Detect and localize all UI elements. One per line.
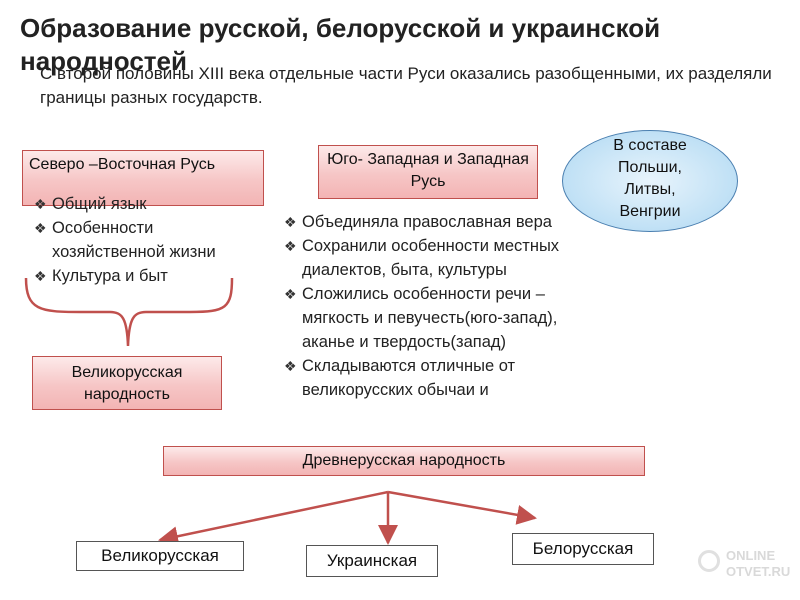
list-item: ❖Сложились особенности речи – мягкость и… [284,282,604,354]
old-russian-nation-box: Древнерусская народность [163,446,645,476]
diamond-bullet-icon: ❖ [34,220,47,236]
list-item: ❖Складываются отличные от великорусских … [284,354,604,402]
northeast-rus-box: Северо –Восточная Русь [22,150,264,206]
great-russian-nation-label: Великорусская народность [71,364,183,403]
great-russian-nation-box: Великорусская народность [32,356,222,410]
outcome-belarusian-label: Белорусская [532,539,634,558]
list-item: ❖Общий язык [34,192,262,216]
arrow-to-great-russian [158,490,389,547]
list-item: ❖Объединяла православная вера [284,210,604,234]
list-item: ❖Особенности хозяйственной жизни [34,216,262,264]
old-russian-nation-label: Древнерусская народность [302,452,506,469]
outcome-ukrainian-box: Украинская [306,545,438,577]
diamond-bullet-icon: ❖ [284,214,297,230]
outcome-great-russian-label: Великорусская [101,546,219,565]
lightbulb-icon [698,550,720,572]
outcome-ukrainian-label: Украинская [326,551,418,570]
northeast-bullet-list: ❖Общий язык ❖Особенности хозяйственной ж… [34,192,262,288]
southwest-rus-label: Юго- Западная и Западная Русь [327,151,529,190]
diamond-bullet-icon: ❖ [284,358,297,374]
southwest-bullet-list: ❖Объединяла православная вера ❖Сохранили… [284,210,604,442]
southwest-rus-box: Юго- Западная и Западная Русь [318,145,538,199]
diamond-bullet-icon: ❖ [34,268,47,284]
foreign-states-ellipse: В составе Польши, Литвы, Венгрии [562,130,738,232]
page-title: Образование русской, белорусской и украи… [20,13,661,76]
list-item: ❖Сохранили особенности местных диалектов… [284,234,604,282]
diamond-bullet-icon: ❖ [34,196,47,212]
arrow-to-belarusian [387,490,537,525]
list-item: ❖Культура и быт [34,264,262,288]
outcome-belarusian-box: Белорусская [512,533,654,565]
intro-text: С второй половины XIII века отдельные ча… [40,64,772,107]
northeast-rus-label: Северо –Восточная Русь [29,156,216,173]
watermark-line2: OTVET.RU [726,564,791,579]
watermark-line1: ONLINE [726,548,776,563]
diamond-bullet-icon: ❖ [284,286,297,302]
outcome-great-russian-box: Великорусская [76,541,244,571]
foreign-states-label: В составе Польши, Литвы, Венгрии [613,137,687,220]
watermark: ONLINE OTVET.RU [698,548,798,580]
brace-connector [24,277,234,347]
diamond-bullet-icon: ❖ [284,238,297,254]
